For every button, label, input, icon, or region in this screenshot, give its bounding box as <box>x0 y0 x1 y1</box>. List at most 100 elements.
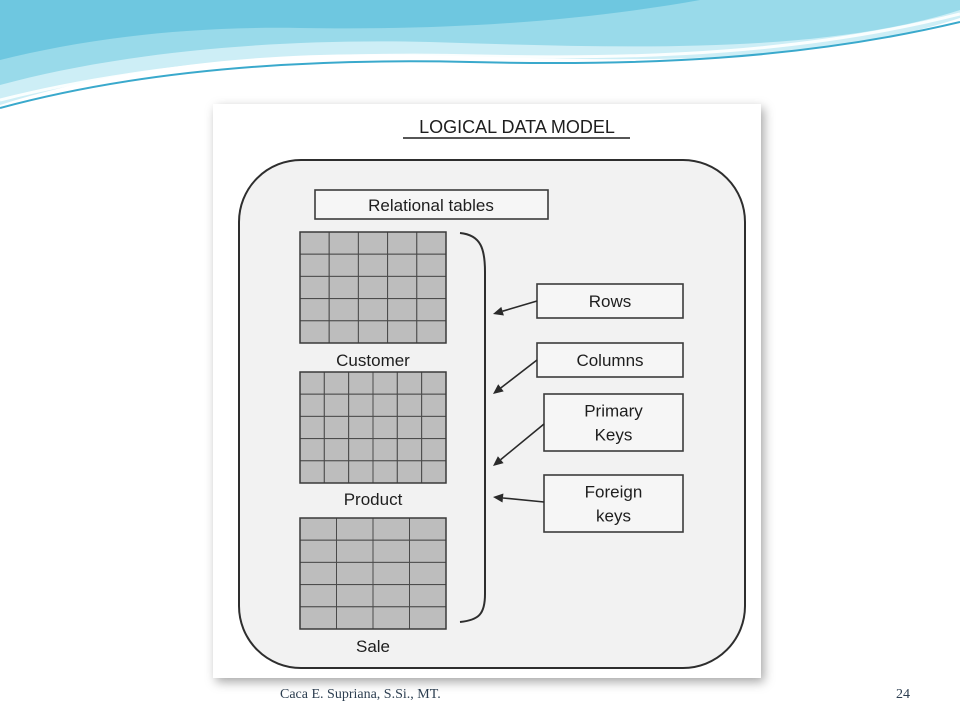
table-cell <box>328 298 359 322</box>
table-cell <box>357 253 389 277</box>
table-cell <box>372 415 398 440</box>
arrow-line <box>500 359 538 389</box>
table-cell <box>416 320 447 344</box>
table-cell <box>323 393 350 417</box>
table-cell <box>328 275 359 300</box>
table-cell <box>421 371 447 395</box>
arrow-line <box>502 497 545 503</box>
footer-page-number: 24 <box>896 687 910 702</box>
table-cell <box>421 438 447 462</box>
table-cell <box>336 539 374 563</box>
relational-tables-box <box>314 189 549 220</box>
table-cell <box>416 298 447 322</box>
table-cell <box>372 517 410 541</box>
table-cell <box>299 584 337 608</box>
label-box <box>543 393 684 452</box>
table-cell <box>299 460 325 484</box>
table-cell <box>387 320 418 344</box>
table-cell <box>416 231 447 255</box>
table-name-customer: Customer <box>336 351 410 370</box>
table-border <box>299 517 447 630</box>
table-cell <box>409 606 447 630</box>
table-cell <box>357 231 389 255</box>
table-cell <box>396 393 423 417</box>
arrow-line <box>502 300 538 312</box>
table-cell <box>396 371 423 395</box>
table-cell <box>416 275 447 300</box>
table-cell <box>372 371 398 395</box>
arrow-head <box>493 384 504 394</box>
table-cell <box>396 460 423 484</box>
table-cell <box>348 415 374 440</box>
table-cell <box>409 561 447 586</box>
arrow-line <box>500 423 545 461</box>
table-sale: Sale <box>299 517 447 656</box>
table-cell <box>299 298 330 322</box>
table-cell <box>421 460 447 484</box>
table-cell <box>328 231 359 255</box>
label-text: Rows <box>589 292 632 311</box>
table-cell <box>328 320 359 344</box>
table-cell <box>416 253 447 277</box>
table-cell <box>357 275 389 300</box>
label-text: Primary <box>584 402 643 421</box>
label-columns: Columns <box>493 342 684 394</box>
table-cell <box>299 393 325 417</box>
table-cell <box>372 539 410 563</box>
table-cell <box>299 275 330 300</box>
table-cell <box>299 371 325 395</box>
table-cell <box>336 561 374 586</box>
table-cell <box>387 253 418 277</box>
table-cell <box>421 415 447 440</box>
arrow-head <box>493 456 504 466</box>
table-cell <box>387 275 418 300</box>
table-cell <box>387 298 418 322</box>
label-box <box>536 283 684 319</box>
label-text: Keys <box>595 426 633 445</box>
table-cell <box>299 415 325 440</box>
table-cell <box>387 231 418 255</box>
table-cell <box>372 606 410 630</box>
table-cell <box>299 517 337 541</box>
table-name-product: Product <box>344 490 403 509</box>
table-cell <box>372 438 398 462</box>
table-cell <box>372 393 398 417</box>
table-cell <box>396 415 423 440</box>
logical-data-model-diagram: LOGICAL DATA MODEL Relational tables Cus… <box>213 104 761 678</box>
label-text: keys <box>596 507 631 526</box>
table-cell <box>409 584 447 608</box>
arrow-head <box>493 493 504 503</box>
table-cell <box>299 253 330 277</box>
table-cell <box>372 460 398 484</box>
table-cell <box>299 606 337 630</box>
table-cell <box>348 393 374 417</box>
table-cell <box>409 517 447 541</box>
table-cell <box>299 320 330 344</box>
table-cell <box>357 320 389 344</box>
table-cell <box>323 460 350 484</box>
table-border <box>299 371 447 484</box>
diagram-figure: LOGICAL DATA MODEL Relational tables Cus… <box>213 104 761 678</box>
table-cell <box>348 371 374 395</box>
table-border <box>299 231 447 344</box>
table-cell <box>336 606 374 630</box>
header-wave-decoration <box>0 0 960 109</box>
grouping-bracket <box>459 232 486 623</box>
label-rows: Rows <box>493 283 684 319</box>
table-cell <box>323 371 350 395</box>
table-cell <box>357 298 389 322</box>
table-cell <box>323 438 350 462</box>
relational-tables-label: Relational tables <box>368 196 494 215</box>
arrow-head <box>493 306 504 316</box>
table-cell <box>299 438 325 462</box>
table-cell <box>336 584 374 608</box>
table-cell <box>409 539 447 563</box>
table-cell <box>372 584 410 608</box>
table-cell <box>336 517 374 541</box>
diagram-title: LOGICAL DATA MODEL <box>419 117 615 137</box>
label-text: Foreign <box>585 483 643 502</box>
table-product: Product <box>299 371 447 509</box>
table-name-sale: Sale <box>356 637 390 656</box>
